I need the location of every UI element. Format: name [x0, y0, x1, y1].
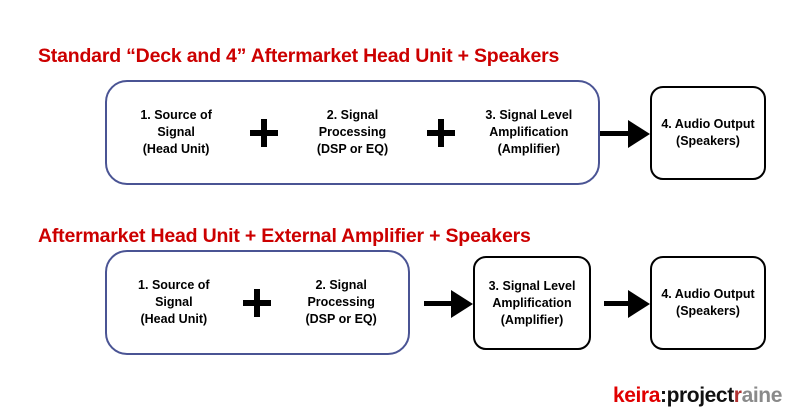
- plus-icon: [243, 288, 272, 317]
- flow-row-standard: 1. Source of Signal (Head Unit) 2. Signa…: [0, 80, 800, 190]
- arrow-shaft: [600, 131, 630, 136]
- stage-box-signal-level-amplification: 3. Signal Level Amplification (Amplifier…: [473, 256, 591, 350]
- stage-box-audio-output: 4. Audio Output (Speakers): [650, 86, 766, 180]
- grouped-stages-container-standard: 1. Source of Signal (Head Unit) 2. Signa…: [105, 80, 600, 185]
- section-title-standard: Standard “Deck and 4” Aftermarket Head U…: [38, 45, 560, 67]
- flow-row-external-amplifier: 1. Source of Signal (Head Unit) 2. Signa…: [0, 250, 800, 360]
- stage-signal-level-amplification: 3. Signal Level Amplification (Amplifier…: [485, 108, 573, 156]
- stage-box-audio-output: 4. Audio Output (Speakers): [650, 256, 766, 350]
- section-title-external-amplifier: Aftermarket Head Unit + External Amplifi…: [38, 225, 531, 247]
- arrow-right-icon: [424, 290, 473, 318]
- plus-icon: [250, 118, 279, 147]
- logo-segment-r: r: [733, 384, 742, 407]
- arrow-right-icon: [600, 120, 650, 148]
- arrow-head: [628, 290, 650, 318]
- grouped-stages-container-external-amplifier: 1. Source of Signal (Head Unit) 2. Signa…: [105, 250, 410, 355]
- stage-source-of-signal: 1. Source of Signal (Head Unit): [138, 278, 210, 326]
- stage-signal-processing: 2. Signal Processing (DSP or EQ): [305, 278, 377, 326]
- logo-segment-aine: aine: [741, 384, 783, 407]
- logo-segment-project: :project: [659, 384, 734, 407]
- stage-source-of-signal: 1. Source of Signal (Head Unit): [140, 108, 212, 156]
- arrow-right-icon: [604, 290, 650, 318]
- stage-audio-output: 4. Audio Output (Speakers): [661, 287, 755, 318]
- logo-segment-keira: keira: [612, 384, 660, 407]
- arrow-head: [628, 120, 650, 148]
- stage-signal-processing: 2. Signal Processing (DSP or EQ): [316, 108, 389, 156]
- arrow-shaft: [604, 301, 630, 306]
- arrow-head: [451, 290, 473, 318]
- arrow-shaft: [424, 301, 453, 306]
- stage-audio-output: 4. Audio Output (Speakers): [661, 117, 755, 148]
- brand-logo: keira:projectraine: [613, 384, 782, 408]
- plus-icon: [426, 118, 455, 147]
- stage-signal-level-amplification: 3. Signal Level Amplification (Amplifier…: [488, 278, 576, 327]
